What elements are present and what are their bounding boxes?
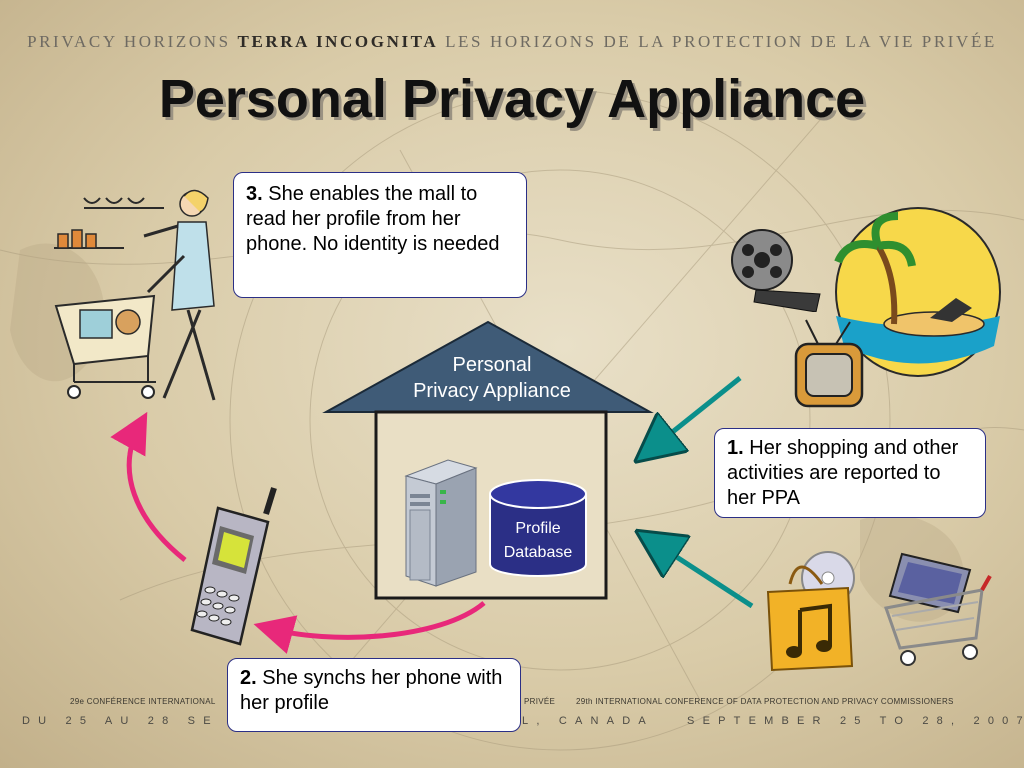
house-label-line2: Privacy Appliance [413,380,571,402]
callout-step1: 1. Her shopping and other activities are… [714,428,986,518]
footer-conference-fr-end: PRIVÉE [524,697,556,706]
step3-number: 3. [246,183,263,205]
ppa-house-label: Personal Privacy Appliance [370,352,614,404]
teal-arrow-top [650,376,742,450]
television-icon [794,319,864,408]
footer-dates-left: DU 25 AU 28 SE [22,715,219,727]
database-label-line1: Profile [515,520,561,537]
header-part1: PRIVACY HORIZONS [27,32,231,51]
step1-text: Her shopping and other activities are re… [727,437,959,509]
pink-arrow-db-to-phone [253,601,486,654]
callout-step3: 3. She enables the mall to read her prof… [233,172,527,298]
step2-text: She synchs her phone with her profile [240,667,503,714]
shopping-bag-music-icon [766,551,855,672]
footer-conference-en: 29th INTERNATIONAL CONFERENCE OF DATA PR… [576,697,954,706]
cell-phone-icon [190,487,277,646]
footer-conference-fr: 29e CONFÉRENCE INTERNATIONAL [70,697,216,706]
callout-step2: 2. She synchs her phone with her profile [227,658,521,732]
house-label-line1: Personal [452,354,532,376]
ppa-house [322,320,654,600]
teal-arrow-bottom [652,541,754,609]
conference-header: PRIVACY HORIZONS TERRA INCOGNITA LES HOR… [0,32,1024,52]
header-part2: TERRA INCOGNITA [237,32,439,51]
header-part3: LES HORIZONS DE LA PROTECTION DE LA VIE … [445,32,997,51]
step3-text: She enables the mall to read her profile… [246,183,500,255]
pink-arrow-phone-to-shopper [110,411,187,562]
step1-number: 1. [727,437,744,459]
laptop-cart-icon [884,552,992,666]
shopper-woman-icon [54,189,216,401]
step2-number: 2. [240,667,257,689]
profile-database-icon [489,479,587,577]
database-label-line2: Database [503,544,573,561]
beach-island-icon [834,207,1001,377]
page-title: Personal Privacy Appliance [158,69,866,129]
footer-dates-right: L, CANADA SEPTEMBER 25 TO 28, 2007 [522,715,1024,727]
server-icon [404,459,478,587]
film-reel-icon [731,229,821,312]
database-label: Profile Database [490,517,586,565]
